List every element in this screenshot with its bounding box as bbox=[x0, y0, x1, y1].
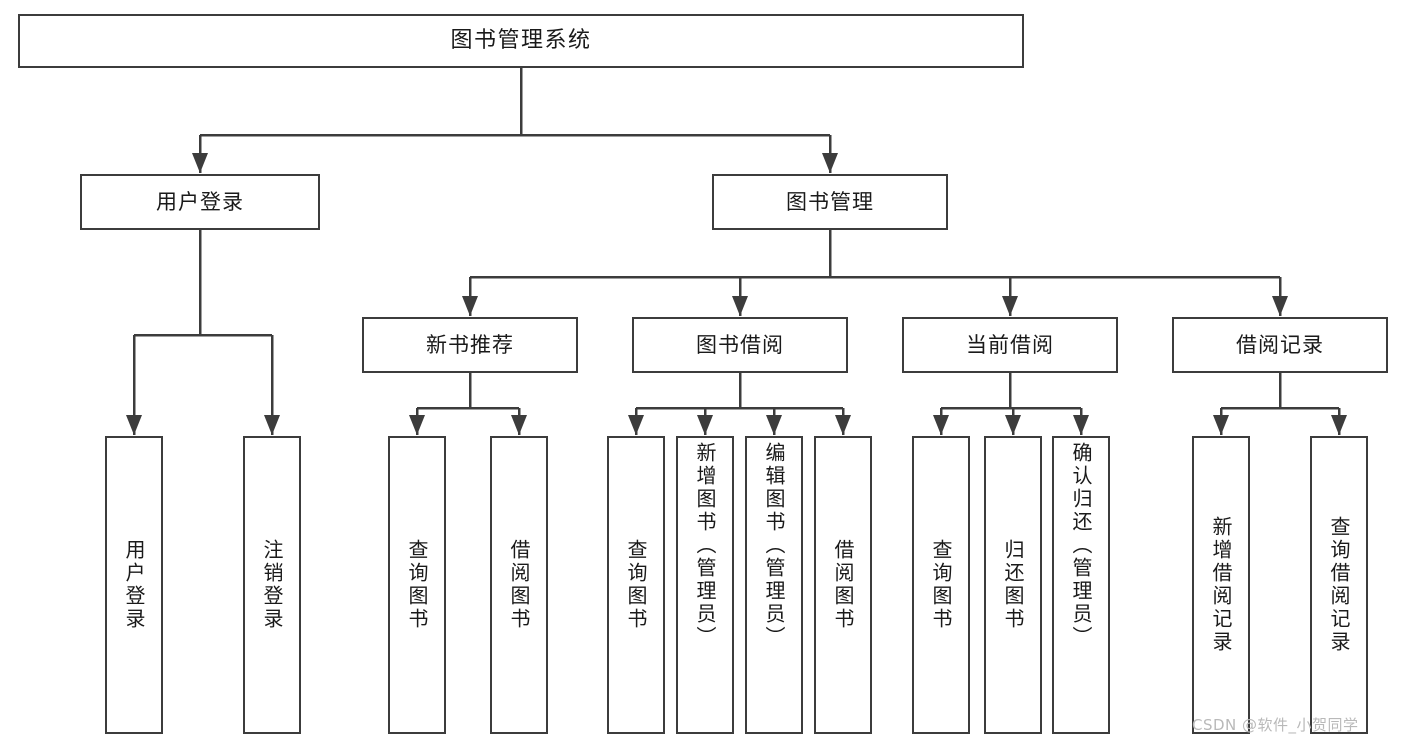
arrow-head bbox=[409, 415, 425, 435]
node-leaf-br-add[interactable]: 新增借阅记录 bbox=[1192, 436, 1250, 734]
node-book-manage[interactable]: 图书管理 bbox=[712, 174, 948, 230]
arrow-head bbox=[1005, 415, 1021, 435]
node-label: 借阅记录 bbox=[1236, 332, 1324, 357]
arrow-head bbox=[732, 296, 748, 316]
node-leaf-bb-add[interactable]: 新增图书（管理员） bbox=[676, 436, 734, 734]
node-leaf-br-query[interactable]: 查询借阅记录 bbox=[1310, 436, 1368, 734]
node-label: 查询图书 bbox=[929, 539, 953, 631]
node-label: 查询借阅记录 bbox=[1327, 516, 1351, 654]
node-new-book-rec[interactable]: 新书推荐 bbox=[362, 317, 578, 373]
node-label: 新增借阅记录 bbox=[1209, 516, 1233, 654]
watermark-text: CSDN @软件_小贺同学 bbox=[1192, 716, 1359, 734]
node-label: 图书借阅 bbox=[696, 332, 784, 357]
node-leaf-bb-borrow[interactable]: 借阅图书 bbox=[814, 436, 872, 734]
node-label: 注销登录 bbox=[260, 539, 284, 631]
arrow-head bbox=[697, 415, 713, 435]
node-label: 借阅图书 bbox=[831, 539, 855, 631]
node-current-borrow[interactable]: 当前借阅 bbox=[902, 317, 1118, 373]
arrow-head bbox=[1331, 415, 1347, 435]
node-label: 当前借阅 bbox=[966, 332, 1054, 357]
arrow-head bbox=[1213, 415, 1229, 435]
node-user-login[interactable]: 用户登录 bbox=[80, 174, 320, 230]
node-label: 归还图书 bbox=[1001, 539, 1025, 631]
node-leaf-bb-query[interactable]: 查询图书 bbox=[607, 436, 665, 734]
arrow-head bbox=[933, 415, 949, 435]
node-label: 查询图书 bbox=[405, 539, 429, 631]
node-leaf-bb-edit[interactable]: 编辑图书（管理员） bbox=[745, 436, 803, 734]
arrow-head bbox=[192, 153, 208, 173]
node-book-borrow[interactable]: 图书借阅 bbox=[632, 317, 848, 373]
node-label: 图书管理系统 bbox=[450, 28, 592, 54]
arrow-head bbox=[1272, 296, 1288, 316]
node-label: 确认归还（管理员） bbox=[1069, 442, 1093, 649]
arrow-head bbox=[1073, 415, 1089, 435]
arrow-head bbox=[511, 415, 527, 435]
node-label: 编辑图书（管理员） bbox=[762, 442, 786, 649]
node-leaf-rec-borrow[interactable]: 借阅图书 bbox=[490, 436, 548, 734]
node-leaf-cb-return[interactable]: 归还图书 bbox=[984, 436, 1042, 734]
node-leaf-rec-query[interactable]: 查询图书 bbox=[388, 436, 446, 734]
node-label: 用户登录 bbox=[156, 189, 244, 214]
node-label: 用户登录 bbox=[122, 539, 146, 631]
node-leaf-user-logout[interactable]: 注销登录 bbox=[243, 436, 301, 734]
arrow-head bbox=[126, 415, 142, 435]
node-label: 新书推荐 bbox=[426, 332, 514, 357]
node-label: 图书管理 bbox=[786, 189, 874, 214]
arrow-head bbox=[462, 296, 478, 316]
arrow-head bbox=[264, 415, 280, 435]
arrow-head bbox=[628, 415, 644, 435]
arrow-head bbox=[766, 415, 782, 435]
node-label: 借阅图书 bbox=[507, 539, 531, 631]
node-root[interactable]: 图书管理系统 bbox=[18, 14, 1024, 68]
arrow-head bbox=[1002, 296, 1018, 316]
node-leaf-cb-confirm[interactable]: 确认归还（管理员） bbox=[1052, 436, 1110, 734]
node-label: 查询图书 bbox=[624, 539, 648, 631]
node-borrow-record[interactable]: 借阅记录 bbox=[1172, 317, 1388, 373]
node-leaf-cb-query[interactable]: 查询图书 bbox=[912, 436, 970, 734]
arrow-head bbox=[822, 153, 838, 173]
node-leaf-user-login[interactable]: 用户登录 bbox=[105, 436, 163, 734]
arrow-head bbox=[835, 415, 851, 435]
node-label: 新增图书（管理员） bbox=[693, 442, 717, 649]
